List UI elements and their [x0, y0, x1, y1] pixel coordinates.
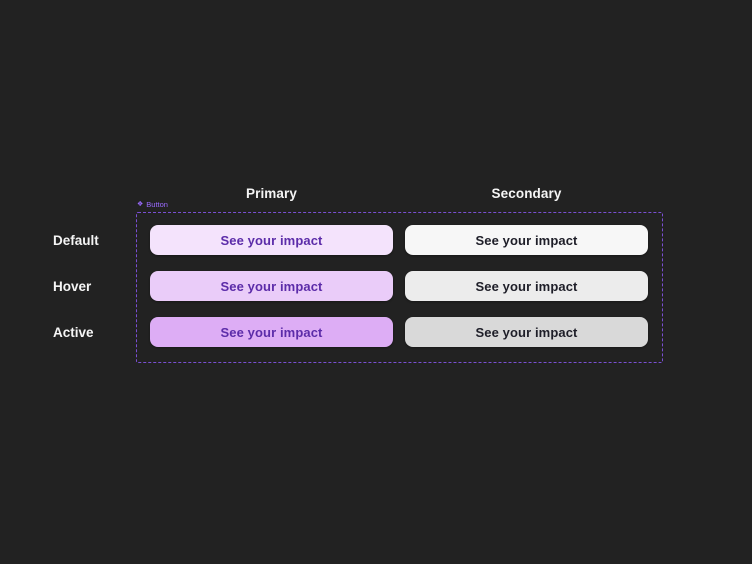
primary-default-button[interactable]: See your impact: [150, 225, 393, 255]
row-label-active: Active: [53, 324, 94, 340]
secondary-default-button[interactable]: See your impact: [405, 225, 648, 255]
row-label-hover: Hover: [53, 278, 92, 294]
column-header-primary: Primary: [246, 186, 297, 201]
column-header-secondary: Secondary: [491, 186, 562, 201]
component-label-text: Button: [146, 200, 168, 209]
component-frame[interactable]: [136, 212, 663, 363]
secondary-hover-button[interactable]: See your impact: [405, 271, 648, 301]
component-diamond-icon: ❖: [137, 201, 144, 209]
primary-hover-button[interactable]: See your impact: [150, 271, 393, 301]
secondary-active-button[interactable]: See your impact: [405, 317, 648, 347]
row-label-default: Default: [53, 232, 99, 248]
primary-active-button[interactable]: See your impact: [150, 317, 393, 347]
component-label[interactable]: ❖ Button: [137, 201, 168, 209]
